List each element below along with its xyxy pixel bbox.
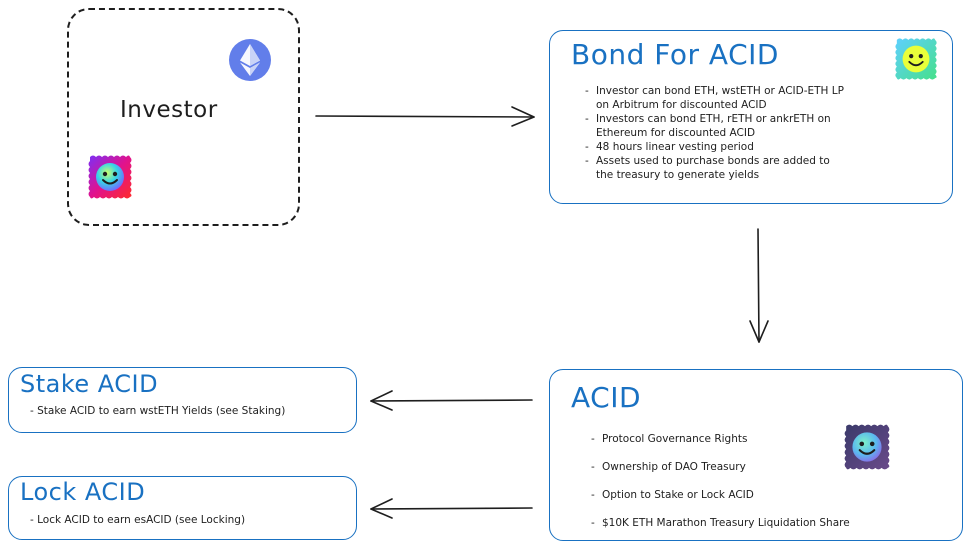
smiley-stamp-icon bbox=[895, 38, 937, 80]
acid-bullet-list: Protocol Governance Rights Ownership of … bbox=[588, 432, 850, 544]
bond-bullet-list: Investor can bond ETH, wstETH or ACID-ET… bbox=[582, 84, 844, 182]
smiley-stamp-icon bbox=[844, 424, 890, 470]
arrow-investor-to-bond bbox=[315, 106, 535, 127]
lock-title: Lock ACID bbox=[20, 478, 146, 506]
stake-node bbox=[8, 367, 357, 433]
lock-description: - Lock ACID to earn esACID (see Locking) bbox=[30, 514, 246, 526]
acid-bullet: Protocol Governance Rights bbox=[588, 432, 850, 446]
investor-node bbox=[67, 8, 300, 226]
arrow-bond-to-acid bbox=[749, 228, 769, 343]
smiley-stamp-icon bbox=[88, 155, 132, 199]
acid-bullet: $10K ETH Marathon Treasury Liquidation S… bbox=[588, 516, 850, 530]
investor-label: Investor bbox=[120, 97, 218, 123]
acid-node bbox=[549, 369, 963, 541]
arrow-acid-to-stake bbox=[370, 390, 533, 411]
stake-title: Stake ACID bbox=[20, 370, 159, 398]
lock-node bbox=[8, 476, 357, 540]
acid-bullet: Option to Stake or Lock ACID bbox=[588, 488, 850, 502]
stake-description: - Stake ACID to earn wstETH Yields (see … bbox=[30, 405, 286, 417]
bond-bullet: Investors can bond ETH, rETH or ankrETH … bbox=[582, 112, 844, 140]
acid-bullet: Ownership of DAO Treasury bbox=[588, 460, 850, 474]
bond-bullet: Assets used to purchase bonds are added … bbox=[582, 154, 844, 182]
bond-bullet: 48 hours linear vesting period bbox=[582, 140, 844, 154]
bond-bullet: Investor can bond ETH, wstETH or ACID-ET… bbox=[582, 84, 844, 112]
acid-title: ACID bbox=[571, 381, 642, 414]
ethereum-icon bbox=[229, 39, 271, 81]
arrow-acid-to-lock bbox=[370, 498, 533, 519]
bond-title: Bond For ACID bbox=[571, 38, 779, 71]
